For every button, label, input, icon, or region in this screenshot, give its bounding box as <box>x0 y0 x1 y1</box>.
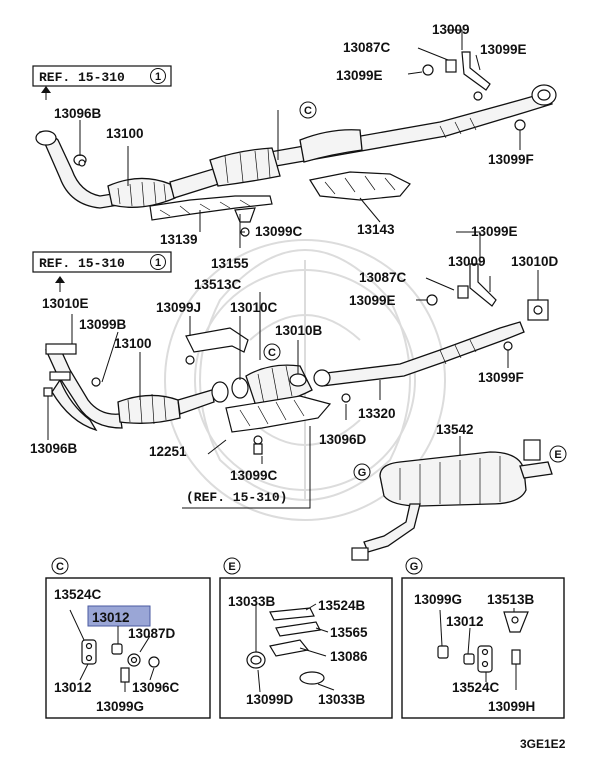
label-13010B[interactable]: 13010B <box>275 323 323 338</box>
ref-box-top-text: REF. 15-310 <box>39 70 125 85</box>
label-13099E-top-left[interactable]: 13099E <box>336 68 383 83</box>
label-13096C[interactable]: 13096C <box>132 680 180 695</box>
ref-box-top[interactable]: REF. 15-310 1 <box>32 65 172 87</box>
label-13009-mid[interactable]: 13009 <box>448 254 486 269</box>
highlight-13012 <box>87 605 151 627</box>
label-13099G-g[interactable]: 13099G <box>414 592 462 607</box>
callout-g-mid[interactable]: G <box>353 463 371 481</box>
label-13099E-mid-top[interactable]: 13099E <box>471 224 518 239</box>
detail-box-e: E 13033B 13524B 13565 13086 13099D 13033… <box>219 557 393 719</box>
callout-c-top[interactable]: C <box>299 101 317 119</box>
label-13320[interactable]: 13320 <box>358 406 396 421</box>
ref-box-mid[interactable]: REF. 15-310 1 <box>32 251 172 273</box>
svg-text:G: G <box>358 467 367 479</box>
label-13099F-top[interactable]: 13099F <box>488 152 534 167</box>
label-13099E-top-right[interactable]: 13099E <box>480 42 527 57</box>
label-13086[interactable]: 13086 <box>330 649 368 664</box>
label-13139[interactable]: 13139 <box>160 232 198 247</box>
label-13099B[interactable]: 13099B <box>79 317 127 332</box>
label-13513B[interactable]: 13513B <box>487 592 535 607</box>
label-13012-c[interactable]: 13012 <box>54 680 92 695</box>
label-13524C-c[interactable]: 13524C <box>54 587 102 602</box>
label-13010D[interactable]: 13010D <box>511 254 559 269</box>
label-13096B-top[interactable]: 13096B <box>54 106 102 121</box>
svg-text:C: C <box>268 347 276 359</box>
arrow-up-icon <box>41 86 51 93</box>
label-13096B-mid[interactable]: 13096B <box>30 441 78 456</box>
label-13012-c-highlighted[interactable]: 13012 <box>92 610 130 625</box>
label-13542[interactable]: 13542 <box>436 422 474 437</box>
label-13033B-e-top[interactable]: 13033B <box>228 594 276 609</box>
detail-box-c: C 13524C 13012 13087D 13012 13096C 13099… <box>45 557 211 719</box>
top-exhaust-assembly: REF. 15-310 1 <box>32 22 557 271</box>
label-13099D[interactable]: 13099D <box>246 692 294 707</box>
label-13099C-top[interactable]: 13099C <box>255 224 303 239</box>
label-13096D[interactable]: 13096D <box>319 432 367 447</box>
label-13099C-mid[interactable]: 13099C <box>230 468 278 483</box>
svg-text:G: G <box>410 561 419 573</box>
ref-text-bottom[interactable]: (REF. 15-310) <box>186 490 287 505</box>
label-13099E-mid-left[interactable]: 13099E <box>349 293 396 308</box>
label-13143[interactable]: 13143 <box>357 222 395 237</box>
callout-g-detail[interactable]: G <box>405 557 423 575</box>
ref-box-mid-num: 1 <box>155 257 161 269</box>
label-13010E[interactable]: 13010E <box>42 296 89 311</box>
svg-text:E: E <box>228 561 235 573</box>
label-13010C[interactable]: 13010C <box>230 300 278 315</box>
callout-c-mid[interactable]: C <box>263 343 281 361</box>
label-13565[interactable]: 13565 <box>330 625 368 640</box>
label-13100-mid[interactable]: 13100 <box>114 336 152 351</box>
svg-text:C: C <box>56 561 64 573</box>
ref-box-mid-text: REF. 15-310 <box>39 256 125 271</box>
callout-c-detail[interactable]: C <box>51 557 69 575</box>
label-13087D[interactable]: 13087D <box>128 626 176 641</box>
callout-e-detail[interactable]: E <box>223 557 241 575</box>
label-13513C[interactable]: 13513C <box>194 277 242 292</box>
svg-text:C: C <box>304 105 312 117</box>
label-13099H[interactable]: 13099H <box>488 699 535 714</box>
ref-box-top-num: 1 <box>155 71 161 83</box>
callout-e-mid[interactable]: E <box>549 445 567 463</box>
label-13524B[interactable]: 13524B <box>318 598 366 613</box>
label-13012-g[interactable]: 13012 <box>446 614 484 629</box>
svg-text:E: E <box>554 449 561 461</box>
label-12251[interactable]: 12251 <box>149 444 187 459</box>
middle-exhaust-assembly: REF. 15-310 1 <box>30 224 567 561</box>
label-13099F-mid[interactable]: 13099F <box>478 370 524 385</box>
label-13087C-mid[interactable]: 13087C <box>359 270 407 285</box>
watermark-emblem <box>164 239 446 521</box>
label-13155[interactable]: 13155 <box>211 256 249 271</box>
footer-code: 3GE1E2 <box>520 737 566 751</box>
label-13099J[interactable]: 13099J <box>156 300 201 315</box>
label-13033B-e-bottom[interactable]: 13033B <box>318 692 366 707</box>
detail-box-g: G 13099G 13513B 13012 13524C 13099H <box>401 557 565 719</box>
label-13100-top[interactable]: 13100 <box>106 126 144 141</box>
label-13524C-g[interactable]: 13524C <box>452 680 500 695</box>
label-13009-top[interactable]: 13009 <box>432 22 470 37</box>
label-13087C-top[interactable]: 13087C <box>343 40 391 55</box>
arrow-up-icon <box>55 276 65 283</box>
label-13099G-c[interactable]: 13099G <box>96 699 144 714</box>
